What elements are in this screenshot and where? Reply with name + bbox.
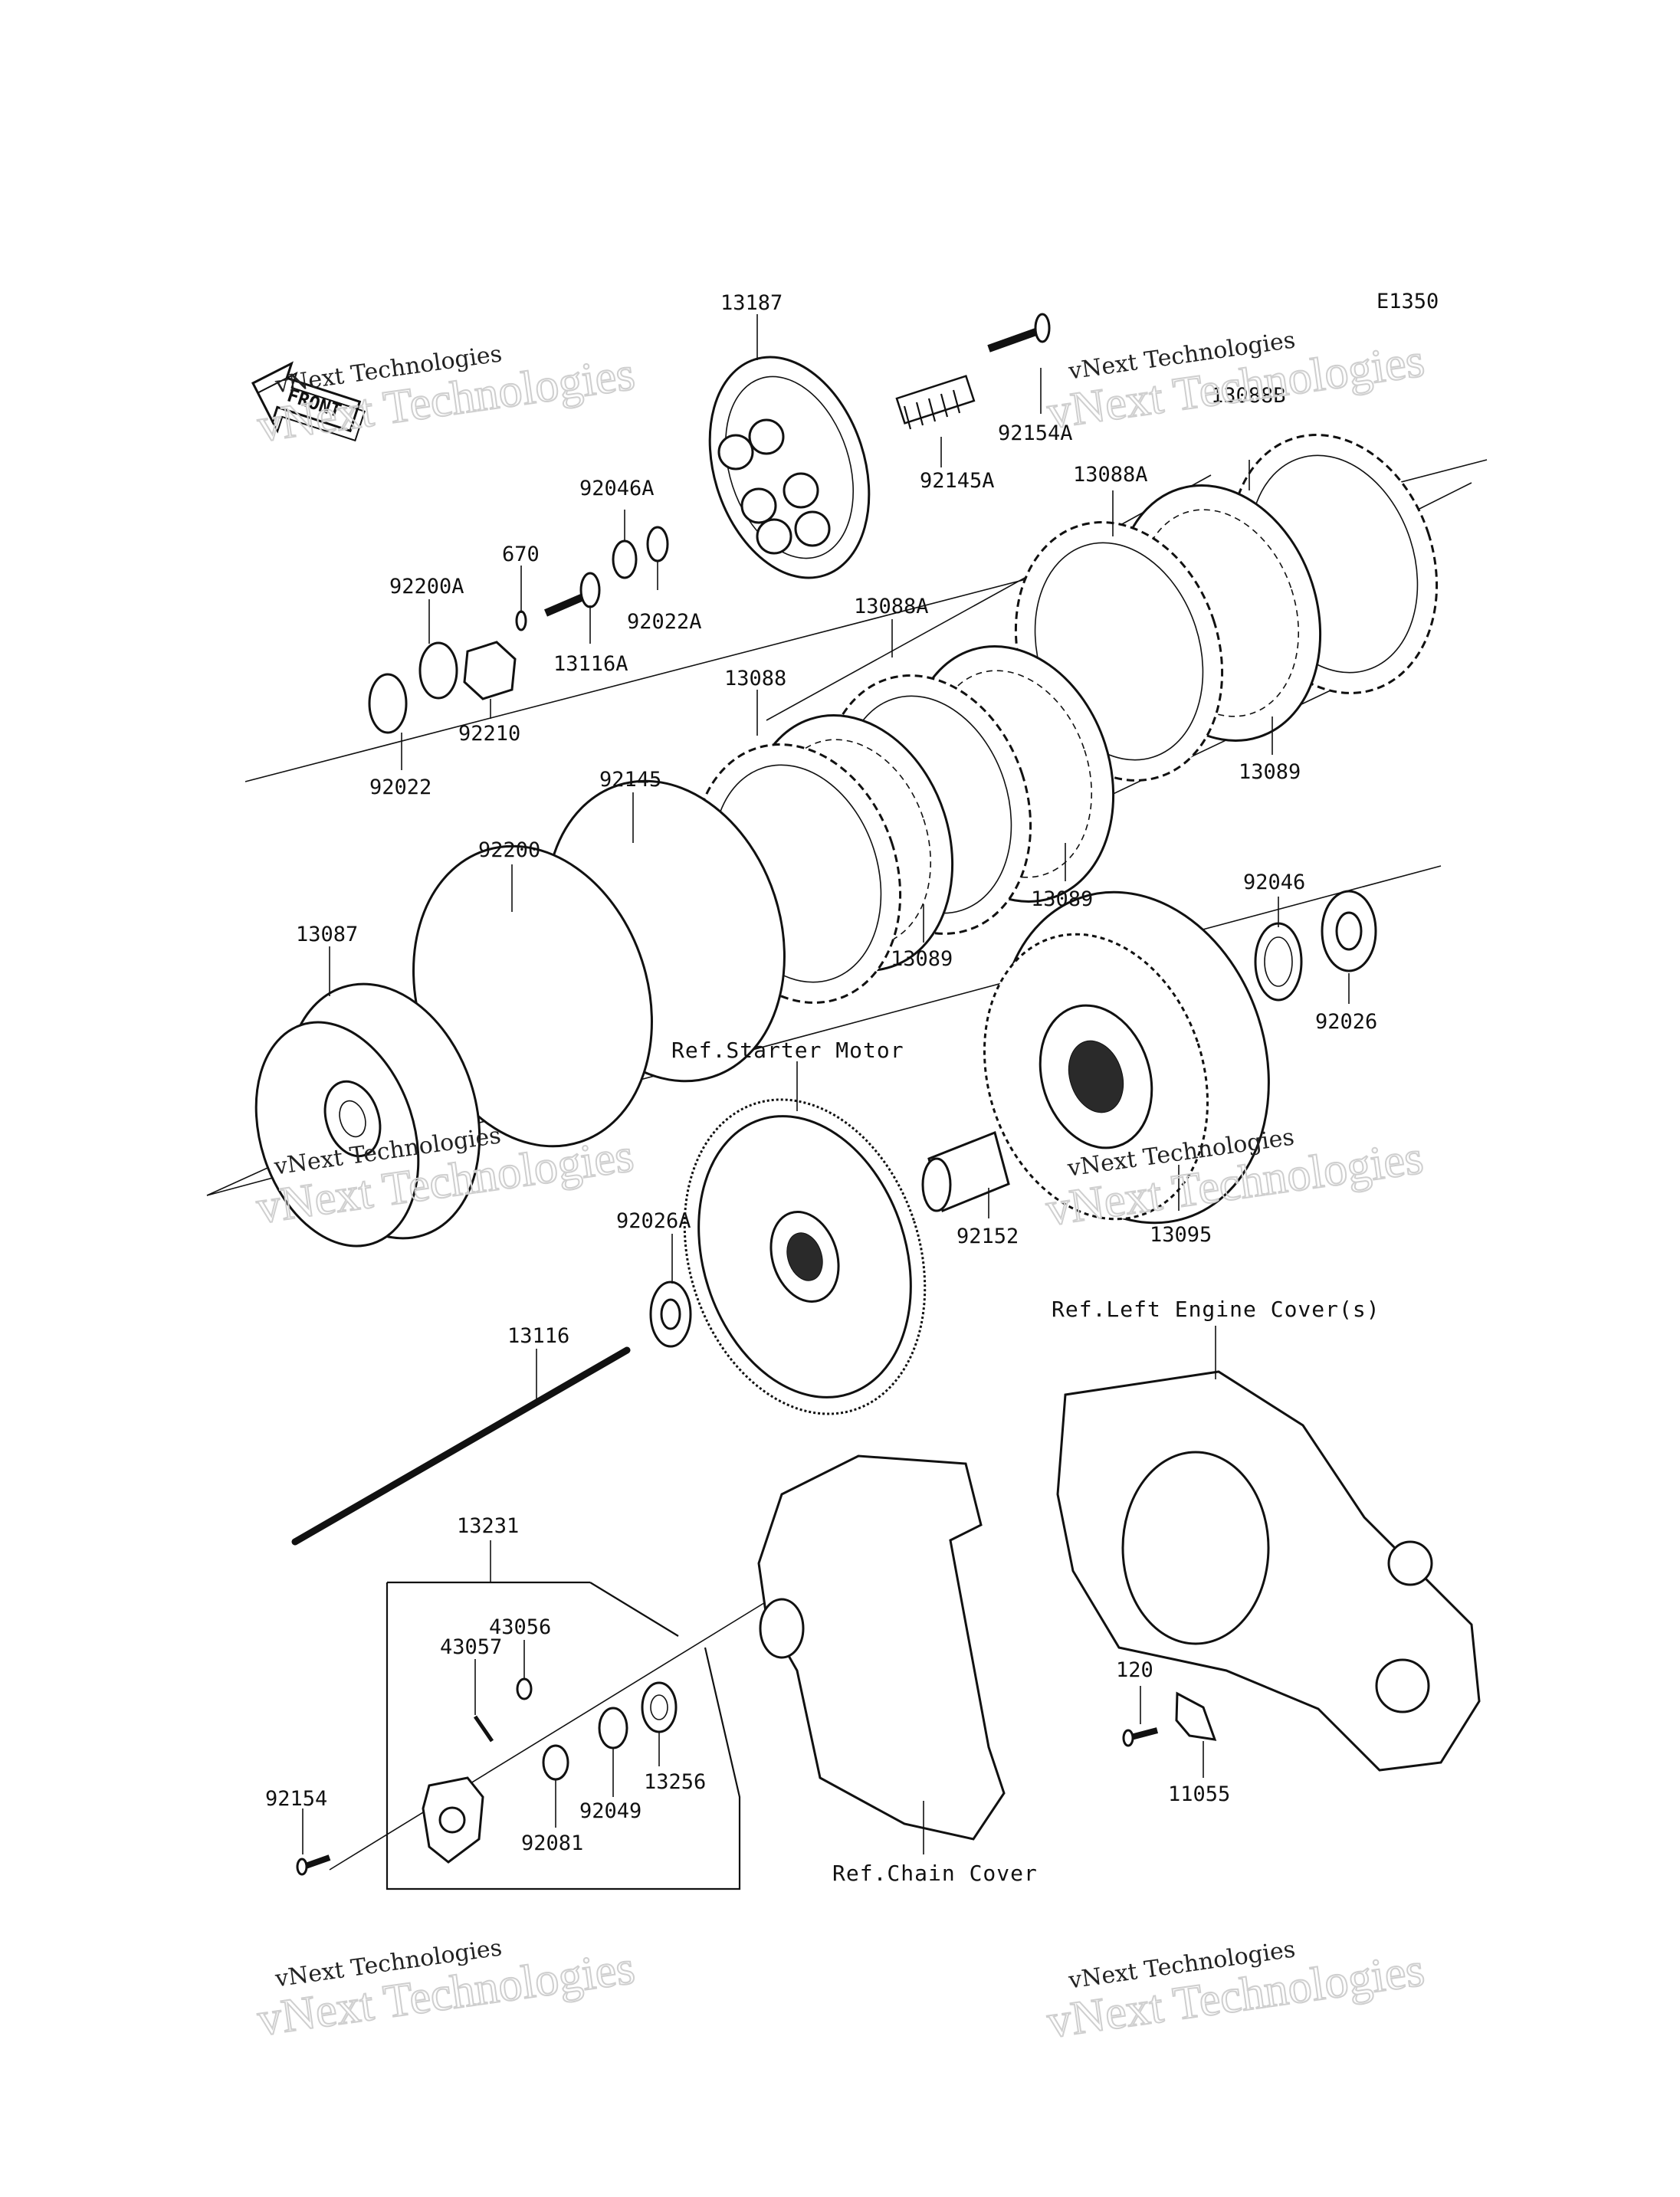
label-11055: 11055	[1168, 1782, 1230, 1806]
release-lever-assy	[422, 1776, 484, 1864]
label-13089-right: 13089	[1239, 760, 1301, 784]
bolt-92154A	[987, 313, 1051, 353]
ring-670	[515, 610, 527, 631]
seal-92081	[542, 1744, 569, 1781]
label-13088: 13088	[724, 667, 786, 690]
label-13089-low: 13089	[891, 947, 953, 971]
washer-92200A	[418, 641, 458, 700]
leader-lines	[302, 314, 1350, 1854]
sleeve-92152	[921, 1130, 1010, 1213]
label-92145A: 92145A	[920, 469, 995, 493]
label-13088B: 13088B	[1211, 384, 1286, 408]
bolt-120	[1122, 1727, 1159, 1747]
washer-92026A	[649, 1280, 692, 1348]
ref-left-engine-cover: Ref.Left Engine Cover(s)	[1052, 1297, 1380, 1322]
clutch-housing-13095	[983, 890, 1270, 1225]
left-engine-cover	[1056, 1370, 1481, 1772]
label-92200: 92200	[478, 838, 540, 862]
bearing-92046A	[612, 539, 638, 579]
label-670: 670	[502, 543, 540, 566]
label-120: 120	[1116, 1658, 1153, 1682]
pin-13116A	[544, 572, 601, 617]
bracket-11055	[1175, 1691, 1217, 1741]
label-13088A-top: 13088A	[1073, 463, 1148, 487]
watermark-bottom-left: vNext Technologies vNext Technologies	[254, 1934, 638, 2047]
label-43056: 43056	[489, 1615, 551, 1639]
ref-starter-motor: Ref.Starter Motor	[671, 1038, 904, 1063]
spring-92145A	[895, 375, 976, 430]
screw-43056	[516, 1677, 533, 1700]
diagram-code: E1350	[1376, 290, 1439, 313]
label-13231: 13231	[457, 1514, 519, 1538]
washer-92022	[368, 673, 408, 734]
label-92046: 92046	[1243, 871, 1305, 894]
label-92200A: 92200A	[389, 575, 464, 598]
label-13087: 13087	[296, 923, 358, 946]
label-92049: 92049	[579, 1799, 641, 1823]
pin-43057	[473, 1715, 494, 1743]
watermark-top-left: vNext Technologies vNext Technologies	[254, 340, 638, 453]
label-43057: 43057	[440, 1635, 502, 1659]
push-rod-13116	[291, 1346, 631, 1546]
label-92210: 92210	[458, 722, 520, 746]
label-13187: 13187	[720, 291, 783, 315]
label-92022A: 92022A	[627, 610, 702, 634]
label-92026A: 92026A	[616, 1209, 691, 1233]
label-92154: 92154	[265, 1787, 327, 1811]
label-92154A: 92154A	[998, 421, 1073, 445]
label-92046A: 92046A	[579, 477, 655, 500]
seal-92049	[598, 1707, 628, 1749]
pressure-plate-13187	[708, 356, 871, 579]
label-92081: 92081	[521, 1831, 583, 1855]
watermark-bottom-right: vNext Technologies vNext Technologies	[1043, 1936, 1428, 2048]
ref-chain-cover: Ref.Chain Cover	[832, 1861, 1038, 1886]
watermark-top-right: vNext Technologies vNext Technologies	[1043, 326, 1428, 439]
washer-92022A	[646, 526, 669, 562]
label-92145: 92145	[599, 768, 661, 792]
needle-bearing-92046	[1254, 922, 1303, 1002]
starter-gear	[683, 1098, 927, 1415]
bearing-13256	[641, 1681, 678, 1733]
label-13116: 13116	[507, 1324, 569, 1348]
clutch-hub-13087	[254, 982, 481, 1248]
label-92022: 92022	[369, 776, 431, 799]
kit-13231-box	[386, 1581, 741, 1890]
nut-92210	[463, 641, 517, 700]
label-13088A-mid: 13088A	[854, 595, 929, 618]
chain-cover	[757, 1454, 1006, 1841]
washer-92026	[1321, 890, 1377, 972]
label-13089-mid: 13089	[1031, 887, 1093, 911]
label-13095: 13095	[1150, 1223, 1212, 1247]
label-13116A: 13116A	[553, 652, 628, 676]
bolt-92154	[296, 1854, 331, 1876]
label-13256: 13256	[644, 1770, 706, 1794]
label-92152: 92152	[956, 1225, 1019, 1248]
label-92026: 92026	[1315, 1010, 1377, 1034]
